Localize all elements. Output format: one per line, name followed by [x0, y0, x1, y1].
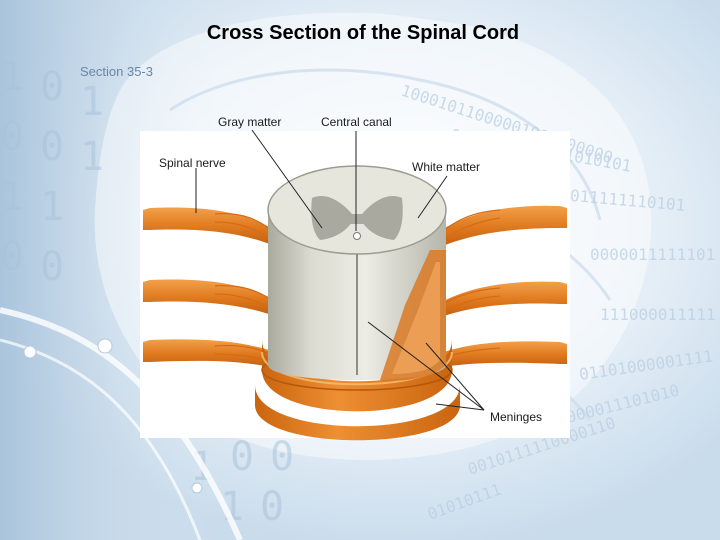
- svg-text:1: 1: [40, 184, 64, 230]
- leader-lines: [195, 129, 485, 411]
- svg-text:0000011111101: 0000011111101: [590, 245, 715, 264]
- svg-text:0: 0: [270, 434, 294, 480]
- svg-text:0: 0: [230, 434, 254, 480]
- svg-text:0: 0: [40, 244, 64, 290]
- svg-text:0: 0: [260, 484, 284, 530]
- svg-text:1: 1: [0, 54, 24, 100]
- central-canal: [353, 232, 361, 240]
- section-label: Section 35-3: [80, 64, 153, 79]
- svg-text:0: 0: [0, 234, 24, 280]
- label-meninges: Meninges: [490, 410, 543, 424]
- svg-text:0: 0: [40, 124, 64, 170]
- spinal-nerves-left: [143, 207, 281, 368]
- svg-text:111000011111: 111000011111: [600, 305, 716, 324]
- label-gray-matter: Gray matter: [218, 115, 282, 129]
- svg-text:0: 0: [0, 114, 24, 160]
- label-spinal-nerve: Spinal nerve: [159, 156, 226, 170]
- slide-title: Cross Section of the Spinal Cord: [206, 22, 520, 44]
- label-central-canal: Central canal: [321, 115, 392, 129]
- svg-text:1: 1: [0, 174, 24, 220]
- svg-text:0: 0: [40, 64, 64, 110]
- white-matter: [267, 165, 447, 381]
- gray-matter: [311, 195, 403, 240]
- spinal-nerves-right: [431, 205, 567, 368]
- svg-text:1: 1: [80, 134, 104, 180]
- svg-text:1: 1: [80, 79, 104, 125]
- label-white-matter: White matter: [412, 160, 481, 174]
